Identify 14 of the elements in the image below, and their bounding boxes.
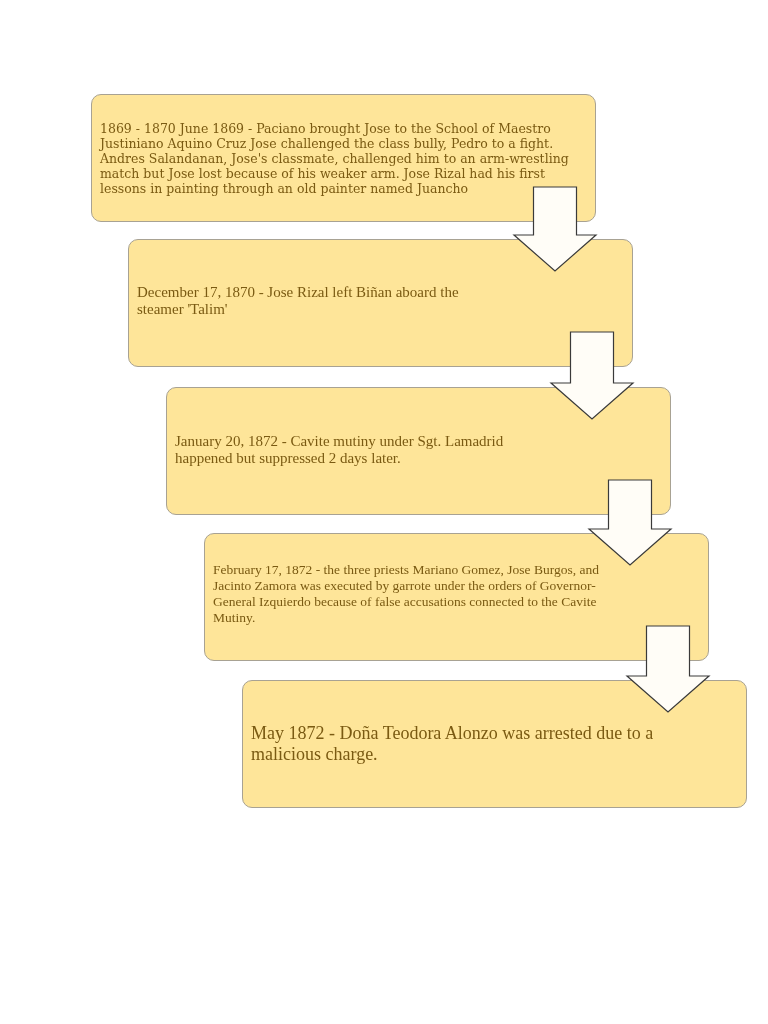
timeline-box <box>91 94 596 222</box>
block-arrow <box>512 186 598 272</box>
event-text: May 1872 - Doña Teodora Alonzo was arrested due to a malicious charge. <box>251 723 655 765</box>
timeline-box <box>128 239 633 367</box>
block-arrow <box>625 625 711 713</box>
event-text: February 17, 1872 - the three priests Mariano Gomez, Jose Burgos, and Jacinto Zamora was executed by garrote under the orders of Governor-General Izquierdo because of false accusations connected to the Cavite Mutiny. <box>213 562 600 626</box>
timeline-box <box>242 680 747 808</box>
event-text: December 17, 1870 - Jose Rizal left Biñan aboard the steamer 'Talim' <box>137 284 460 318</box>
timeline-box <box>166 387 671 515</box>
block-arrow <box>549 331 635 420</box>
block-arrow <box>587 479 673 566</box>
event-text: January 20, 1872 - Cavite mutiny under Sgt. Lamadrid happened but suppressed 2 days later. <box>175 433 505 467</box>
event-text: 1869 - 1870 June 1869 - Paciano brought Jose to the School of Maestro Justiniano Aquino Cruz Jose challenged the class bully, Pedro to a fight. Andres Salandanan, Jose's classmate, challenged him to an arm-wrestling match but Jose lost because of his weaker arm. Jose Rizal had his first lessons in painting through an old painter named Juancho <box>100 121 570 196</box>
timeline-box <box>204 533 709 661</box>
